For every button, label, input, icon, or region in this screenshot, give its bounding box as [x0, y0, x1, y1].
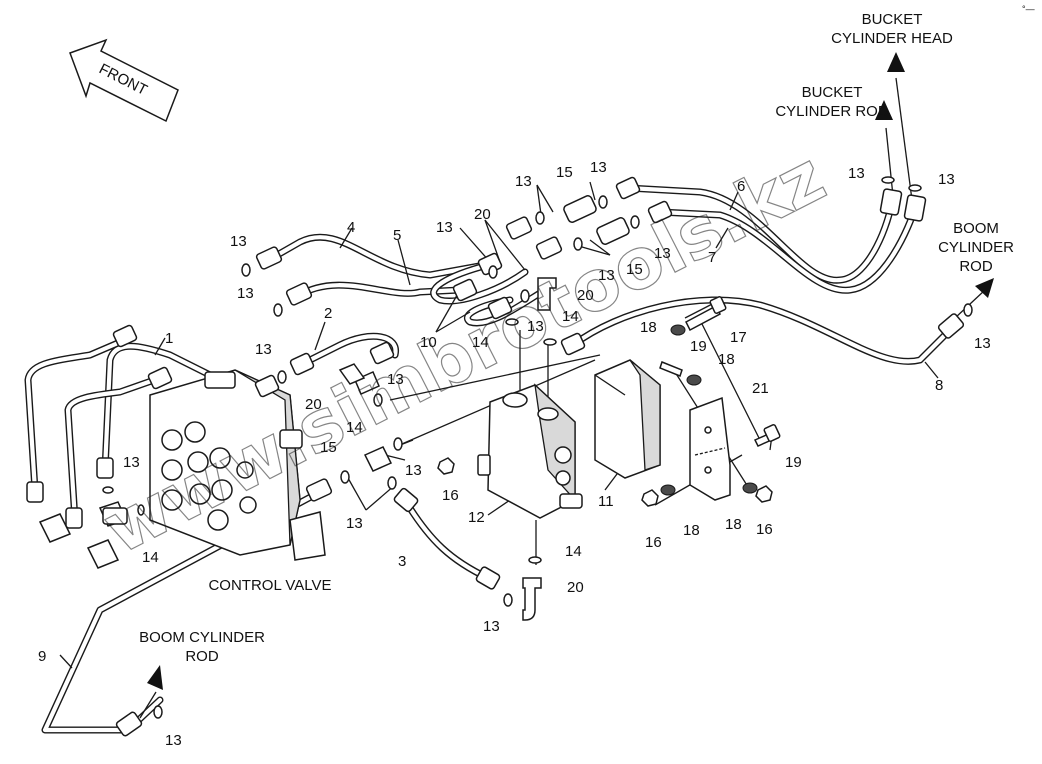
part-number-13-m: 13	[527, 318, 544, 335]
part-number-12: 12	[468, 509, 485, 526]
control-valve-body	[38, 369, 326, 569]
part-number-13-e: 13	[405, 462, 422, 479]
part-number-13-g: 13	[123, 454, 140, 471]
control-valve-label: CONTROL VALVE	[208, 577, 331, 594]
part-number-1: 1	[165, 330, 173, 347]
part-number-13-a: 13	[230, 233, 247, 250]
boom-rod-right-line3: ROD	[959, 258, 993, 275]
part-number-14-e: 14	[565, 543, 582, 560]
bucket-head-line2: CYLINDER HEAD	[831, 30, 953, 47]
part-number-18-c: 18	[683, 522, 700, 539]
part-number-20-b: 20	[577, 287, 594, 304]
part-number-6: 6	[737, 178, 745, 195]
boom-rod-bottom-line2: ROD	[185, 648, 219, 665]
flow-arrows	[147, 52, 994, 690]
arrow-boom-rod-right	[975, 278, 994, 298]
part-number-13-n: 13	[848, 165, 865, 182]
part-number-13-l: 13	[654, 245, 671, 262]
part-number-9: 9	[38, 648, 46, 665]
part-number-13-r: 13	[165, 732, 182, 749]
part-numbers: 1 2 3 4 5 6 7 8 9 10 11 12 13 13 13 13 1…	[38, 159, 991, 749]
part-number-17: 17	[730, 329, 747, 346]
part-number-13-k: 13	[598, 267, 615, 284]
part-number-14-d: 14	[142, 549, 159, 566]
part-number-15-c: 15	[320, 439, 337, 456]
bucket-head-line1: BUCKET	[862, 11, 923, 28]
part-number-13-i: 13	[590, 159, 607, 176]
part-number-15-b: 15	[626, 261, 643, 278]
part-number-2: 2	[324, 305, 332, 322]
part-number-16-a: 16	[442, 487, 459, 504]
part-number-13-f: 13	[346, 515, 363, 532]
part-number-3: 3	[398, 553, 406, 570]
boom-rod-bottom-line1: BOOM CYLINDER	[139, 629, 265, 646]
part-number-20-d: 20	[567, 579, 584, 596]
part-number-19-b: 19	[785, 454, 802, 471]
part-number-13-d: 13	[387, 371, 404, 388]
part-number-19-a: 19	[690, 338, 707, 355]
part-number-13-j: 13	[436, 219, 453, 236]
part-number-20-a: 20	[474, 206, 491, 223]
part-number-14-c: 14	[346, 419, 363, 436]
part-number-13-h: 13	[515, 173, 532, 190]
o-rings	[102, 176, 973, 719]
part-number-8: 8	[935, 377, 943, 394]
part-number-18-b: 18	[718, 351, 735, 368]
part-number-13-q: 13	[483, 618, 500, 635]
part-number-18-a: 18	[640, 319, 657, 336]
part-number-13-p: 13	[974, 335, 991, 352]
part-number-21: 21	[752, 380, 769, 397]
part-number-16-b: 16	[645, 534, 662, 551]
front-arrow: FRONT	[69, 38, 179, 123]
arrow-bucket-rod	[875, 100, 893, 120]
bucket-rod-line1: BUCKET	[802, 84, 863, 101]
arrow-bucket-head	[887, 52, 905, 72]
tubes	[24, 184, 954, 734]
part-number-11: 11	[598, 493, 614, 510]
corner-mark: °—	[1022, 4, 1035, 14]
arrow-boom-rod-bottom	[147, 665, 163, 690]
boom-rod-right-line1: BOOM	[953, 220, 999, 237]
part-number-10: 10	[420, 334, 437, 351]
part-number-16-c: 16	[756, 521, 773, 538]
part-number-5: 5	[393, 227, 401, 244]
plate-21	[689, 396, 731, 501]
valve-12	[477, 383, 583, 519]
part-number-13-o: 13	[938, 171, 955, 188]
bucket-rod-line2: CYLINDER ROD	[775, 103, 889, 120]
boom-rod-right-line2: CYLINDER	[938, 239, 1014, 256]
part-number-15-a: 15	[556, 164, 573, 181]
part-number-18-d: 18	[725, 516, 742, 533]
part-number-20-c: 20	[305, 396, 322, 413]
part-number-4: 4	[347, 219, 355, 236]
bracket-11	[594, 359, 661, 479]
callout-labels: BUCKET CYLINDER HEAD BUCKET CYLINDER ROD…	[139, 11, 1014, 665]
part-number-14-a: 14	[472, 334, 489, 351]
part-number-7: 7	[708, 249, 716, 266]
part-number-13-b: 13	[237, 285, 254, 302]
part-number-13-c: 13	[255, 341, 272, 358]
part-number-14-b: 14	[562, 308, 579, 325]
